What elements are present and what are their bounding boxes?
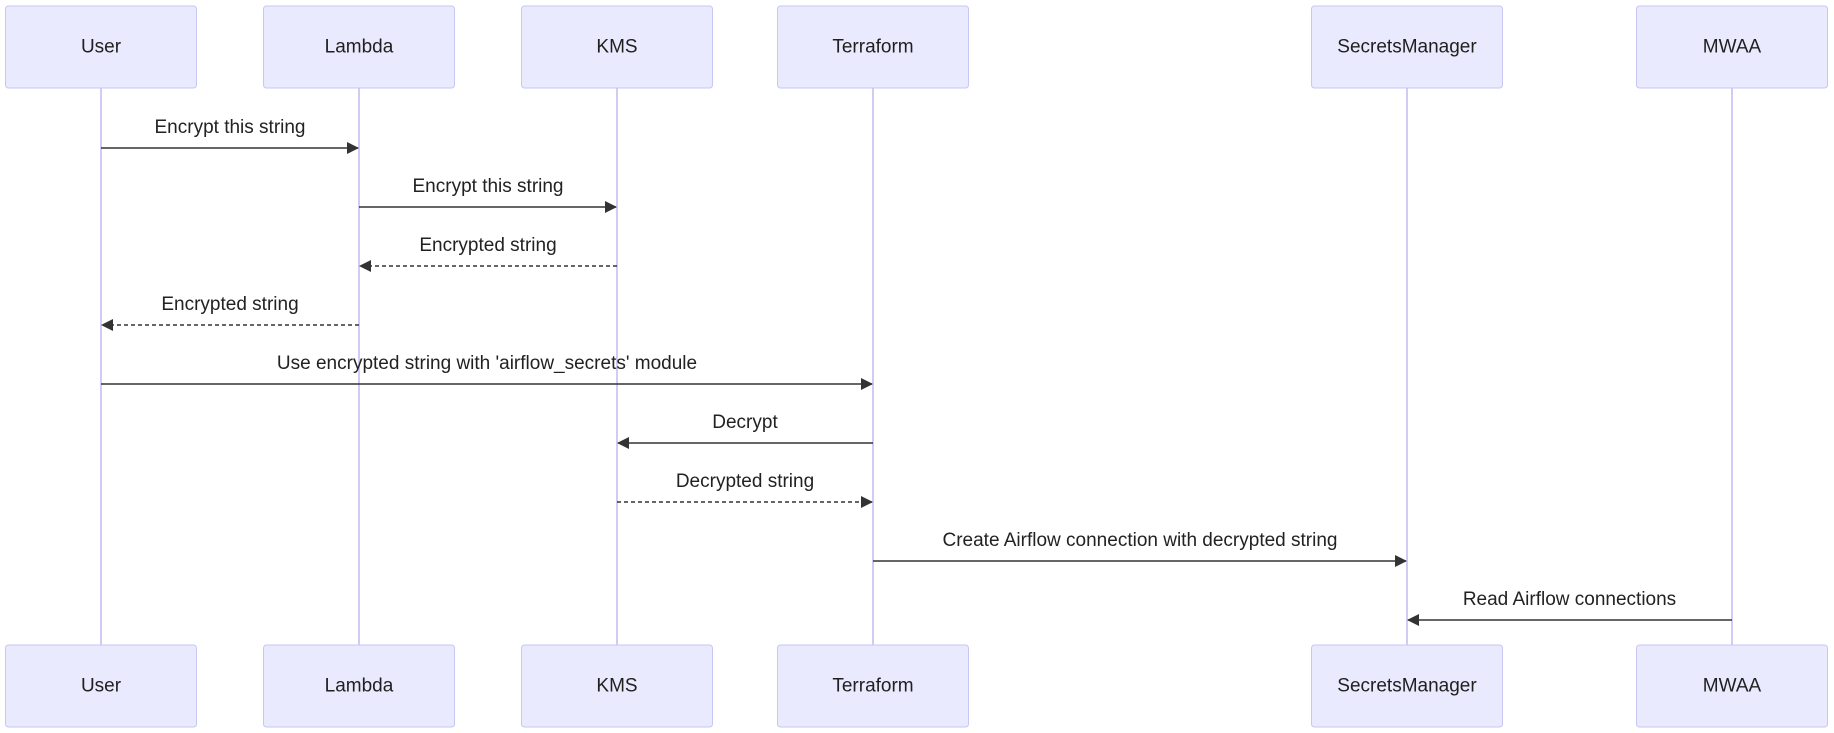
participants-top: User Lambda KMS Terraform SecretsManager MWAA [5,5,1828,89]
participant-lambda-bottom: Lambda [263,644,455,728]
participant-lambda-top: Lambda [263,5,455,89]
participant-secretsmanager-top: SecretsManager [1311,5,1503,89]
participant-box [1636,644,1828,728]
participant-label: MWAA [1703,676,1762,697]
participants-bottom: User Lambda KMS Terraform SecretsManager MWAA [5,644,1828,728]
message-7: Decrypted string [617,471,873,508]
participant-box [777,5,969,89]
participant-box [1636,5,1828,89]
participant-label: Lambda [325,676,394,697]
message-5: Use encrypted string with 'airflow_secre… [101,353,873,390]
participant-label: Terraform [832,676,913,697]
message-label: Encrypt this string [155,117,306,138]
participant-user-top: User [5,5,197,89]
participant-kms-bottom: KMS [521,644,713,728]
participant-box [521,5,713,89]
participant-terraform-bottom: Terraform [777,644,969,728]
participant-user-bottom: User [5,644,197,728]
participant-label: User [81,676,122,697]
participant-secretsmanager-bottom: SecretsManager [1311,644,1503,728]
participant-box [5,644,197,728]
participant-label: MWAA [1703,37,1762,58]
participant-label: User [81,37,122,58]
participant-terraform-top: Terraform [777,5,969,89]
message-label: Encrypted string [161,294,298,315]
message-9: Read Airflow connections [1407,589,1732,626]
participant-label: KMS [596,676,637,697]
participant-box [263,5,455,89]
message-label: Encrypted string [419,235,556,256]
participant-mwaa-bottom: MWAA [1636,644,1828,728]
participant-box [777,644,969,728]
message-3: Encrypted string [359,235,617,272]
participant-box [1311,5,1503,89]
message-1: Encrypt this string [101,117,359,154]
participant-label: SecretsManager [1337,37,1477,58]
message-label: Use encrypted string with 'airflow_secre… [277,353,697,374]
message-label: Decrypt [712,412,778,433]
participant-box [5,5,197,89]
message-label: Create Airflow connection with decrypted… [943,530,1338,551]
lifelines [100,88,1733,645]
message-label: Decrypted string [676,471,814,492]
participant-label: KMS [596,37,637,58]
message-label: Encrypt this string [413,176,564,197]
message-2: Encrypt this string [359,176,617,213]
participant-box [263,644,455,728]
participant-mwaa-top: MWAA [1636,5,1828,89]
participant-box [1311,644,1503,728]
message-8: Create Airflow connection with decrypted… [873,530,1407,567]
message-6: Decrypt [617,412,873,449]
participant-kms-top: KMS [521,5,713,89]
message-label: Read Airflow connections [1463,589,1676,610]
participant-label: SecretsManager [1337,676,1477,697]
participant-label: Terraform [832,37,913,58]
participant-label: Lambda [325,37,394,58]
message-4: Encrypted string [101,294,359,331]
participant-box [521,644,713,728]
